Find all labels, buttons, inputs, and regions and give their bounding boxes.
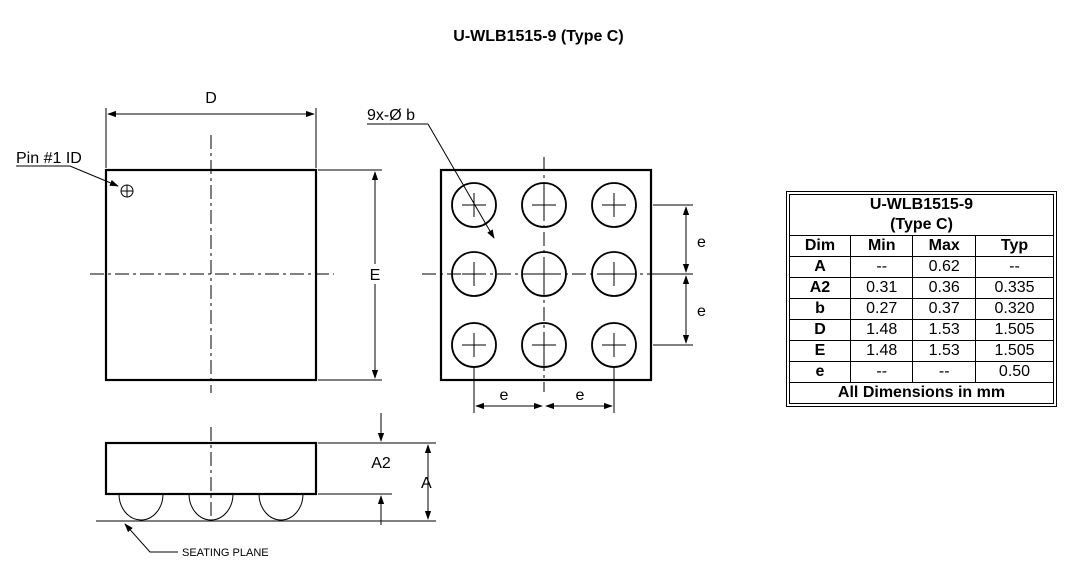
dimension-table: U-WLB1515-9 (Type C) Dim Min Max Typ A -…: [786, 191, 1057, 407]
table-row: b 0.27 0.37 0.320: [789, 298, 1055, 320]
side-view-body: [104, 441, 318, 496]
bottom-view-body: [439, 168, 653, 382]
ball-diameter-leader: [427, 123, 495, 239]
solder-ball: [591, 251, 637, 297]
dim-a2-label: A2: [371, 455, 391, 472]
table-row: e -- -- 0.50: [789, 361, 1055, 383]
table-header-dim: Dim: [789, 235, 851, 257]
pitch-v1-label: e: [697, 234, 706, 251]
pitch-h1-label: e: [500, 387, 509, 404]
solder-ball: [521, 182, 567, 228]
solder-ball: [451, 182, 497, 228]
solder-ball: [451, 322, 497, 368]
solder-ball: [591, 322, 637, 368]
side-view: A2 A SEATING PLANE: [96, 413, 436, 559]
table-header-max: Max: [912, 235, 976, 257]
dim-a-label: A: [421, 475, 432, 492]
dim-e-label: E: [370, 267, 381, 284]
pin1-label: Pin #1 ID: [16, 150, 82, 167]
dim-d-label: D: [205, 90, 217, 107]
solder-ball: [451, 251, 497, 297]
table-row: D 1.48 1.53 1.505: [789, 319, 1055, 341]
table-header-typ: Typ: [974, 235, 1055, 257]
solder-ball: [591, 182, 637, 228]
pitch-h2-label: e: [576, 387, 585, 404]
table-row: A -- 0.62 --: [789, 256, 1055, 278]
solder-ball: [521, 322, 567, 368]
solder-ball: [521, 251, 567, 297]
bottom-view: 9x-Ø b e e e e: [367, 107, 706, 413]
table-caption: U-WLB1515-9 (Type C): [789, 194, 1054, 236]
ball-diameter-label: 9x-Ø b: [367, 107, 415, 124]
table-row: E 1.48 1.53 1.505: [789, 340, 1055, 362]
side-ball-3: [258, 493, 304, 521]
pitch-v2-label: e: [697, 303, 706, 320]
top-view: Pin #1 ID D E: [16, 90, 383, 393]
pin1-marker: [120, 184, 134, 198]
seating-plane-label: SEATING PLANE: [182, 547, 269, 559]
pin1-leader: [16, 165, 119, 187]
table-caption-line1: U-WLB1515-9: [869, 196, 974, 213]
table-footer: All Dimensions in mm: [789, 382, 1054, 404]
side-ball-2: [188, 493, 234, 521]
seating-plane-leader: [124, 523, 178, 553]
side-ball-1: [118, 493, 164, 521]
page-title: U-WLB1515-9 (Type C): [453, 28, 624, 45]
table-row: A2 0.31 0.36 0.335: [789, 277, 1055, 299]
table-header-min: Min: [849, 235, 914, 257]
table-caption-line2: (Type C): [890, 216, 953, 233]
